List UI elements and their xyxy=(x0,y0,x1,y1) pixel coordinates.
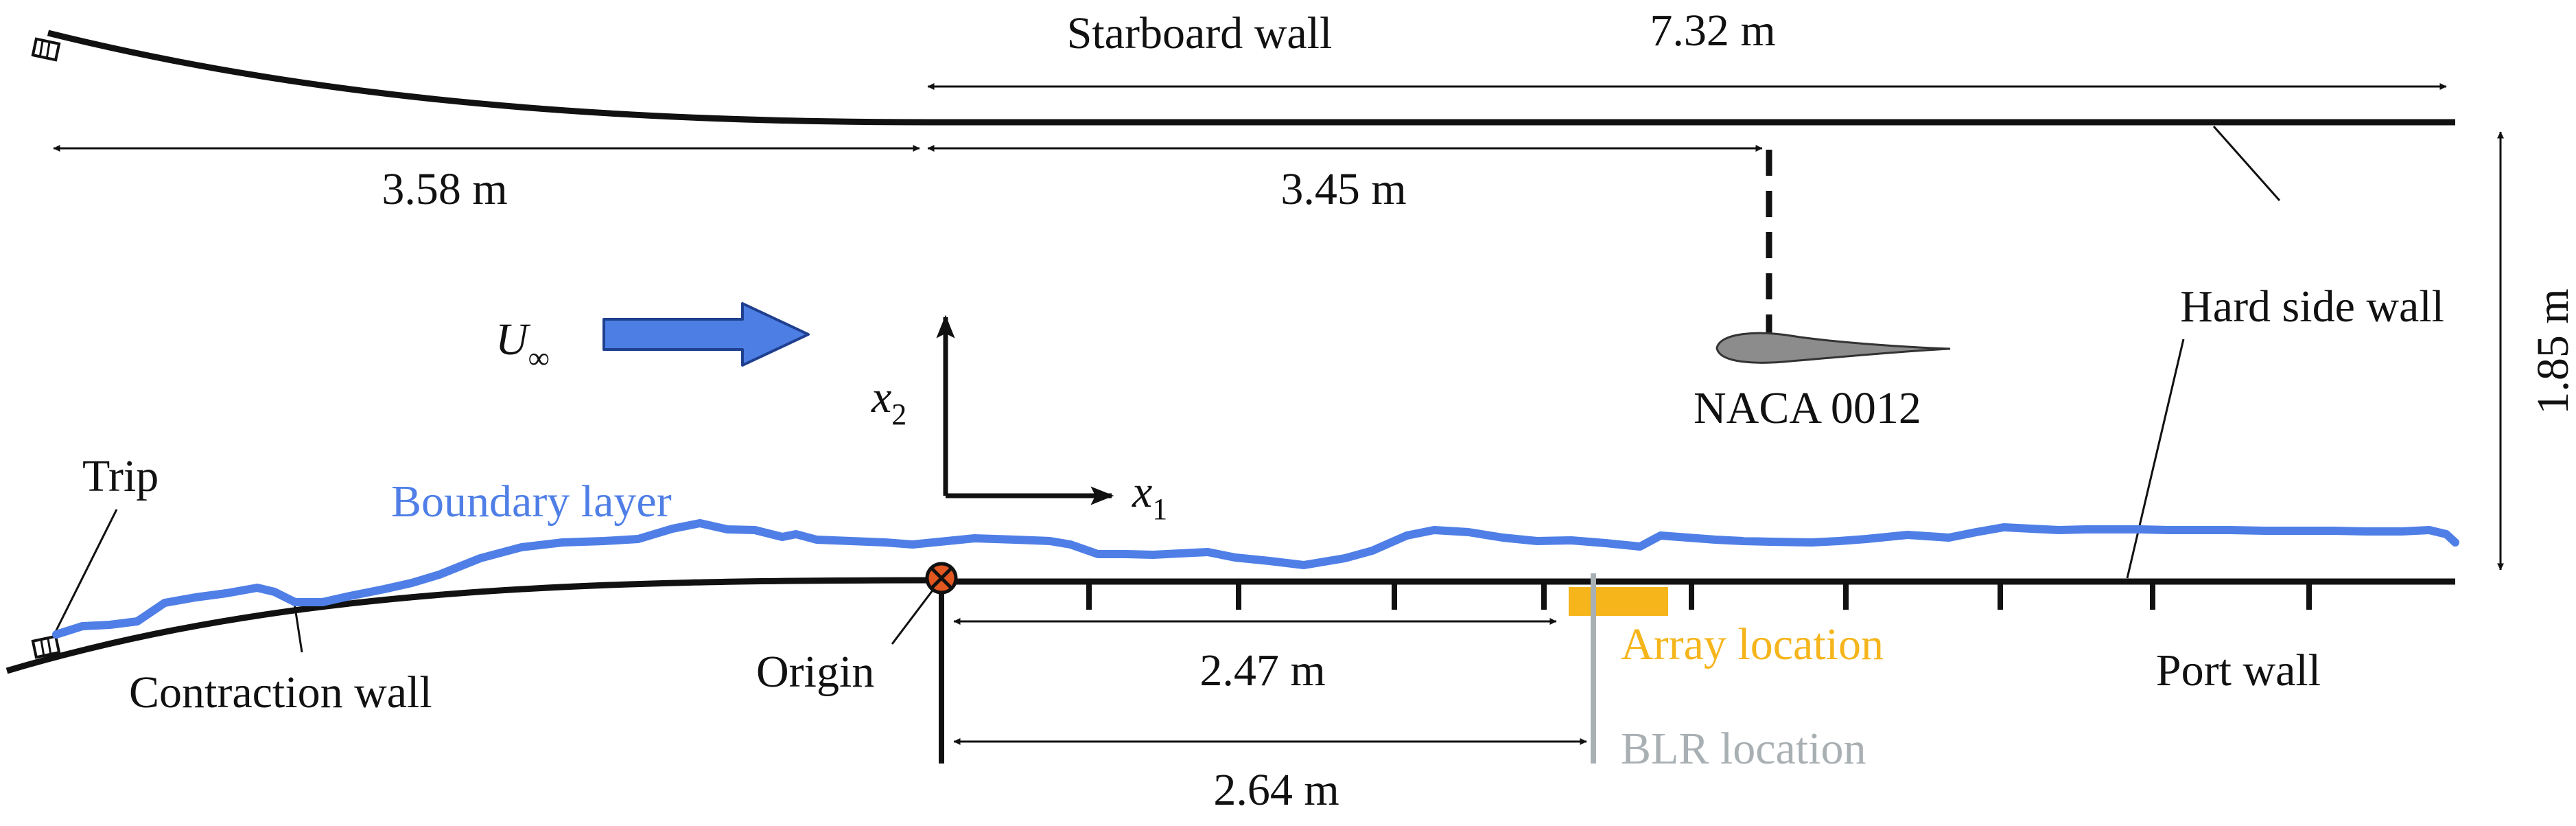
boundary-layer-label: Boundary layer xyxy=(391,477,672,527)
hard-side-wall-leader-top xyxy=(2212,126,2281,201)
origin-label: Origin xyxy=(756,647,874,697)
hard-side-wall-label: Hard side wall xyxy=(2180,282,2444,332)
port-wall-label: Port wall xyxy=(2156,645,2321,696)
lower-contraction-wall xyxy=(5,577,948,674)
naca-airfoil xyxy=(1716,332,1951,364)
boundary-layer-curve xyxy=(52,519,2459,639)
contraction-wall-leader xyxy=(292,598,303,653)
trip-marker-top xyxy=(31,37,61,62)
trip-label: Trip xyxy=(82,451,159,501)
x1-axis-label: x1 xyxy=(1132,467,1167,526)
hard-side-wall-leader-bottom xyxy=(2126,339,2185,579)
array-location-marker xyxy=(1569,587,1668,616)
blr-location-label: BLR location xyxy=(1621,724,1866,774)
airfoil-name-label: NACA 0012 xyxy=(1694,383,1921,433)
trip-marker-bottom xyxy=(31,634,61,659)
freestream-flow-arrow xyxy=(602,302,810,367)
starboard-wall-label: Starboard wall xyxy=(1067,8,1333,58)
contraction-length-label: 3.58 m xyxy=(382,164,507,214)
height-label: 1.85 m xyxy=(2528,288,2576,414)
blr-distance-label: 2.64 m xyxy=(1213,765,1339,815)
freestream-velocity-label: U∞ xyxy=(495,314,550,375)
x2-axis-label: x2 xyxy=(871,372,906,431)
origin-leader xyxy=(891,587,936,645)
array-distance-label: 2.47 m xyxy=(1199,645,1325,696)
port-wall-ticks xyxy=(1086,582,2312,610)
length-top-label: 7.32 m xyxy=(1650,5,1775,56)
origin-marker xyxy=(925,562,958,595)
upper-contraction-wall xyxy=(47,30,928,126)
airfoil-distance-label: 3.45 m xyxy=(1280,164,1406,214)
contraction-wall-label: Contraction wall xyxy=(129,667,432,718)
trip-leader xyxy=(54,509,118,634)
array-location-label: Array location xyxy=(1621,619,1884,669)
